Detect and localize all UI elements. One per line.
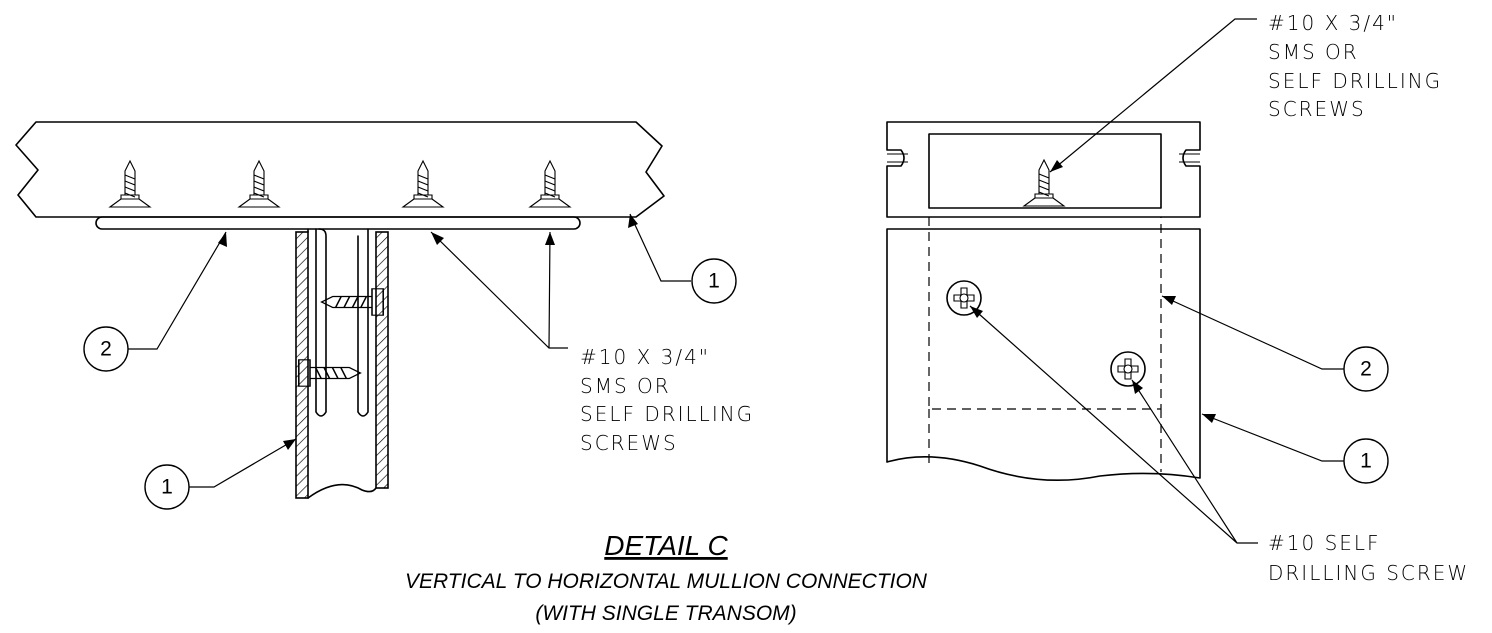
detail-subtitle-line1: VERTICAL TO HORIZONTAL MULLION CONNECTIO… — [405, 570, 928, 593]
phillips-screw-1 — [946, 280, 982, 316]
screw-side-upper — [320, 288, 384, 316]
clip-flange — [95, 216, 581, 230]
clip-leg-left — [307, 228, 327, 417]
callout-bubble — [1343, 438, 1389, 484]
horizontal-mullion-profile — [886, 121, 1201, 218]
callout-bubble — [1343, 346, 1389, 392]
callout-number: 2 — [100, 338, 112, 361]
elevation-view: #10 X 3/4" SMS OR SELF DRILLING SCREWS 2… — [886, 11, 1469, 585]
horizontal-mullion-section — [15, 121, 665, 218]
clip-leg-right — [357, 228, 369, 417]
detail-subtitle-line2: (WITH SINGLE TRANSOM) — [535, 602, 796, 625]
callout-number: 1 — [161, 476, 173, 499]
screw-note-text: #10 X 3/4" SMS OR SELF DRILLING SCREWS — [580, 345, 763, 455]
vertical-mullion-wall-right — [375, 231, 389, 489]
phillips-screw-2 — [1110, 351, 1146, 387]
callout-number: 2 — [1360, 358, 1372, 381]
section-view: 1 2 1 #10 X 3/4" SMS OR SELF DRILLING SC… — [15, 121, 763, 510]
vertical-mullion-face — [886, 228, 1201, 482]
callout-number: 1 — [1360, 450, 1372, 473]
callout-bubble — [144, 464, 190, 510]
hidden-clip-outline — [928, 217, 1162, 472]
detail-title: DETAIL C — [604, 530, 728, 561]
self-drilling-note-text: #10 SELF DRILLING SCREW — [1268, 531, 1469, 585]
callout-bubble — [83, 326, 129, 372]
top-screw-note-text: #10 X 3/4" SMS OR SELF DRILLING SCREWS — [1268, 11, 1451, 121]
screw-4 — [529, 160, 571, 208]
screw-1 — [109, 160, 151, 208]
vertical-mullion-wall-left — [295, 231, 309, 499]
screw-3 — [402, 160, 444, 208]
screw-2 — [238, 160, 280, 208]
mullion-inner-pocket — [928, 133, 1162, 209]
callout-number: 1 — [708, 270, 720, 293]
title-block: DETAIL C VERTICAL TO HORIZONTAL MULLION … — [405, 530, 928, 625]
callout-bubble — [691, 258, 737, 304]
vertical-mullion-break — [307, 483, 377, 499]
